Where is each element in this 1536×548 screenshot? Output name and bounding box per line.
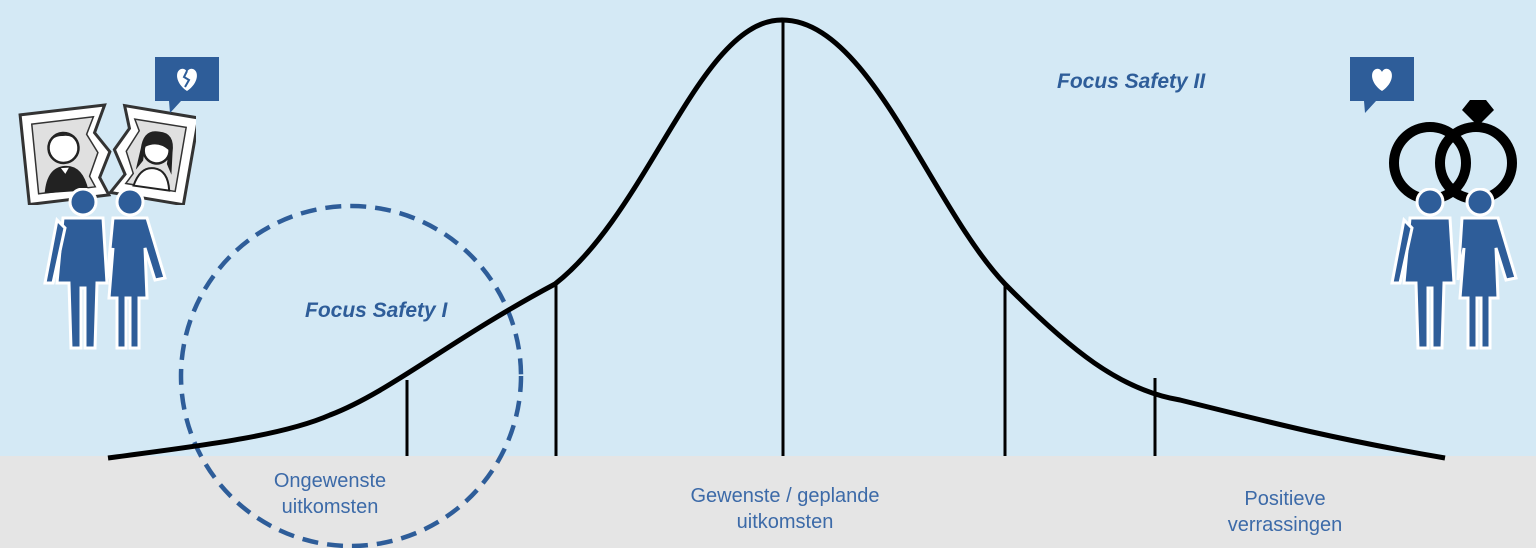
outcome-unwanted-line-1: Ongewenste [273, 470, 387, 492]
outcome-positive-line-1: Positieve [1244, 488, 1326, 510]
focus-safety-1-circle [178, 203, 524, 548]
focus-safety-1-label: Focus Safety I [305, 299, 448, 322]
bell-curve [107, 17, 1446, 461]
couple-icon [1390, 188, 1518, 350]
outcome-positive-label: Positieve verrassingen [1200, 486, 1370, 538]
outcome-unwanted-line-2: uitkomsten [281, 496, 379, 518]
outcome-planned-line-1: Gewenste / geplande [690, 485, 880, 507]
torn-couple-photo-icon [18, 103, 196, 205]
outcome-unwanted-label: Ongewenste uitkomsten [250, 468, 410, 520]
outcome-positive-line-2: verrassingen [1227, 514, 1343, 536]
heart-bubble-icon [1350, 57, 1414, 113]
outcome-planned-label: Gewenste / geplande uitkomsten [665, 483, 905, 535]
couple-icon [43, 188, 167, 350]
outcome-planned-line-2: uitkomsten [736, 511, 834, 533]
broken-heart-bubble-icon [155, 57, 219, 113]
outcome-band [0, 456, 1536, 548]
focus-safety-2-label: Focus Safety II [1057, 70, 1206, 93]
